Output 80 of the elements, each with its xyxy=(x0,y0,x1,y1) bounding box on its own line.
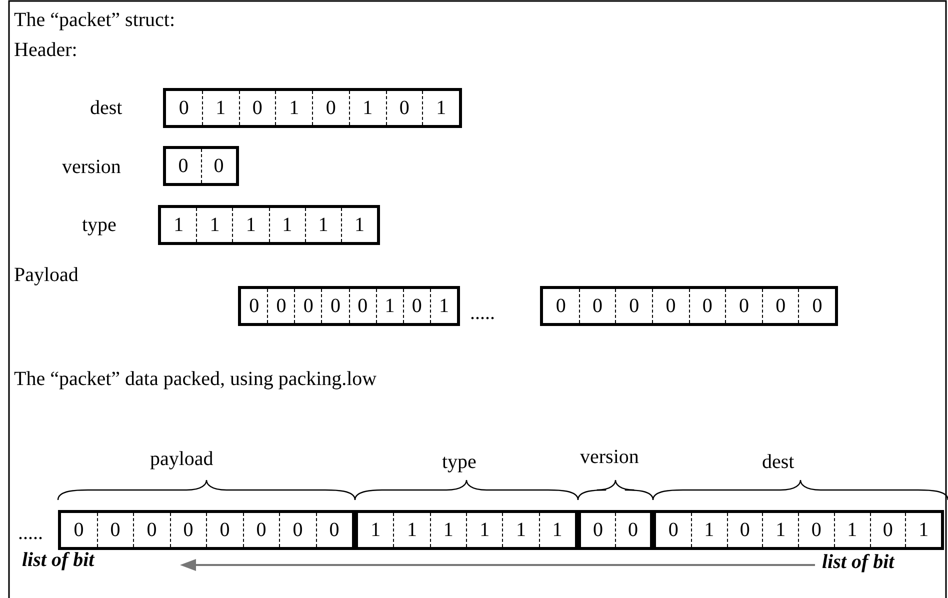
bit-value: 0 xyxy=(667,518,680,543)
bit-value: 1 xyxy=(834,513,870,547)
bit-value: 0 xyxy=(316,513,352,547)
bit-value: 0 xyxy=(294,289,322,323)
bit-value: 0 xyxy=(238,91,276,125)
text-label: The “packet” struct: xyxy=(14,8,176,32)
text-label: version xyxy=(62,155,121,179)
bit-value: 0 xyxy=(206,513,242,547)
bit-value: 0 xyxy=(177,154,190,179)
bit-value: 0 xyxy=(615,513,650,547)
bit-value: 1 xyxy=(348,91,386,125)
text-label: type xyxy=(442,450,476,474)
bit-value: 0 xyxy=(762,289,798,323)
bit-value: 1 xyxy=(502,513,539,547)
bit-value: 0 xyxy=(578,289,616,323)
bit-value: 0 xyxy=(72,518,85,543)
bit-value: 1 xyxy=(538,513,575,547)
bit-value: 0 xyxy=(133,513,170,547)
bit-value: 0 xyxy=(726,513,762,547)
bit-value: 0 xyxy=(321,289,348,323)
bit-value: 1 xyxy=(762,513,798,547)
bit-value: 0 xyxy=(725,289,762,323)
text-label: type xyxy=(82,213,116,237)
bit-value: 0 xyxy=(279,513,316,547)
bit-value: 1 xyxy=(202,91,238,125)
text-label: ..... xyxy=(18,521,43,545)
bit-value: 1 xyxy=(268,208,305,242)
bit-value: 0 xyxy=(688,289,726,323)
bit-field xyxy=(578,510,653,550)
bit-value: 0 xyxy=(242,513,279,547)
text-label: The “packet” data packed, using packing.low xyxy=(14,367,377,391)
bit-value: 0 xyxy=(96,513,133,547)
text-label: version xyxy=(580,445,639,469)
bit-value: 0 xyxy=(267,289,294,323)
bit-value: 1 xyxy=(370,518,382,543)
bit-value: 0 xyxy=(615,289,652,323)
bit-value: 1 xyxy=(690,513,726,547)
bit-field xyxy=(238,286,460,326)
text-label: ..... xyxy=(470,301,495,325)
bit-field xyxy=(163,88,462,128)
bit-value: 1 xyxy=(393,513,430,547)
bit-field xyxy=(653,510,944,550)
text-label: Payload xyxy=(14,263,78,287)
bit-value: 0 xyxy=(348,289,376,323)
text-label: Header: xyxy=(14,38,78,62)
text-label: list of bit xyxy=(822,550,894,574)
bit-value: 0 xyxy=(200,149,236,183)
text-label: dest xyxy=(90,96,122,120)
bit-value: 0 xyxy=(178,96,190,121)
bit-field xyxy=(355,510,578,550)
bit-value: 0 xyxy=(248,294,260,319)
bit-value: 0 xyxy=(798,513,834,547)
text-label: dest xyxy=(762,450,794,474)
bit-value: 0 xyxy=(312,91,349,125)
bit-value: 1 xyxy=(430,289,457,323)
text-label: list of bit xyxy=(22,548,94,572)
bit-value: 0 xyxy=(592,518,604,543)
bit-value: 1 xyxy=(340,208,378,242)
bit-value: 0 xyxy=(554,294,567,319)
bit-value: 1 xyxy=(304,208,341,242)
bit-value: 0 xyxy=(870,513,906,547)
bit-value: 1 xyxy=(466,513,502,547)
bit-field xyxy=(540,286,838,326)
bit-value: 1 xyxy=(430,513,466,547)
bit-value: 0 xyxy=(402,289,430,323)
bit-value: 1 xyxy=(905,513,941,547)
bit-value: 1 xyxy=(422,91,459,125)
bit-field xyxy=(163,146,239,186)
bit-value: 0 xyxy=(798,289,835,323)
bit-value: 0 xyxy=(386,91,422,125)
bit-value: 1 xyxy=(275,91,312,125)
bit-field xyxy=(58,510,355,550)
bit-field xyxy=(158,205,380,245)
bit-value: 1 xyxy=(172,213,185,238)
bit-value: 1 xyxy=(196,208,232,242)
bit-value: 0 xyxy=(652,289,688,323)
text-label: payload xyxy=(150,447,214,471)
bit-value: 1 xyxy=(376,289,403,323)
bit-value: 1 xyxy=(232,208,269,242)
bit-value: 0 xyxy=(170,513,206,547)
